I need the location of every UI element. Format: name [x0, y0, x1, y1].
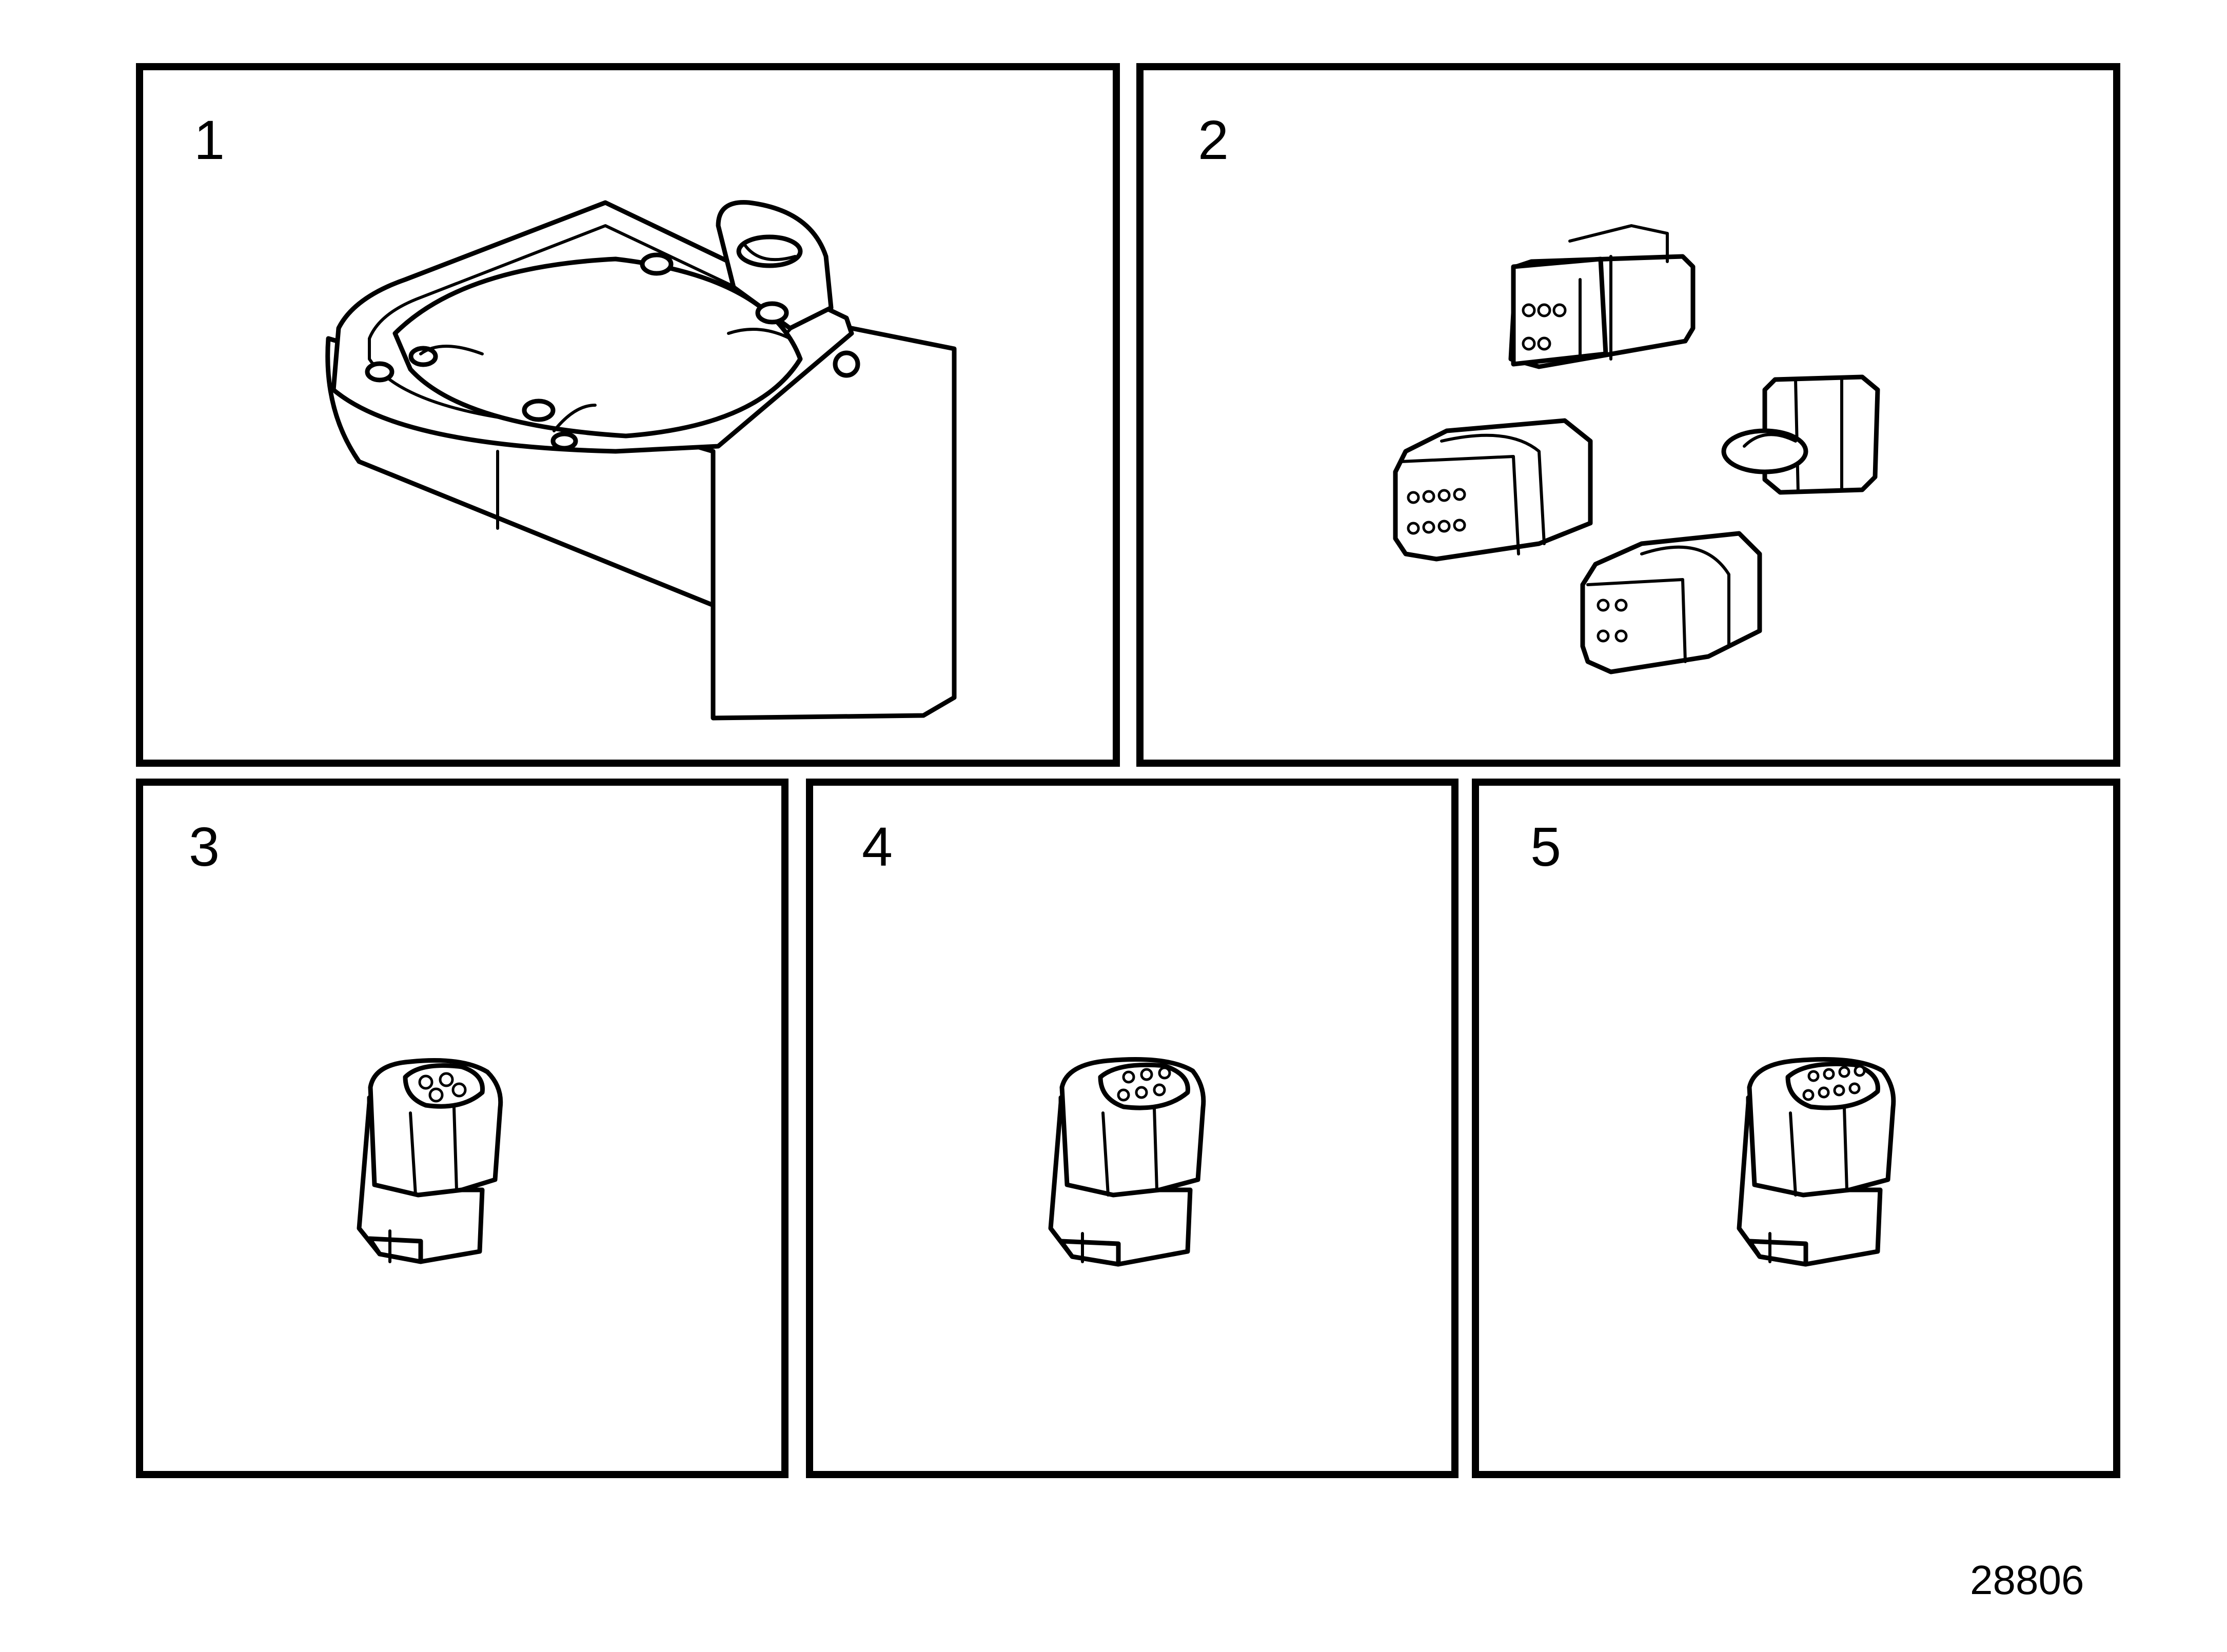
connector-6-pin-top	[1508, 224, 1696, 369]
panel-2-number: 2	[1198, 109, 1229, 171]
panel-4-number: 4	[862, 815, 893, 878]
figure-id: 28806	[1970, 1557, 2084, 1603]
connector-4-pin-bottom	[1580, 531, 1762, 674]
panel-1: 1	[136, 63, 1120, 767]
panel-1-number: 1	[194, 109, 225, 171]
connector-set-icon	[1393, 224, 1880, 674]
connector-housing-icon	[325, 200, 957, 721]
panel-3: 3	[136, 779, 789, 1478]
panel-3-number: 3	[189, 815, 220, 878]
connector-8-pin-left	[1393, 418, 1593, 562]
panel-5-number: 5	[1530, 815, 1561, 878]
panel-2: 2	[1136, 63, 2120, 767]
panel-4: 4	[806, 779, 1459, 1478]
connector-3-pin-icon	[357, 1058, 503, 1264]
connector-6-pin-icon	[1737, 1057, 1896, 1267]
panel-5: 5	[1472, 779, 2120, 1478]
connector-with-lock-ring	[1721, 374, 1880, 495]
connector-4-pin-icon	[1048, 1057, 1206, 1267]
